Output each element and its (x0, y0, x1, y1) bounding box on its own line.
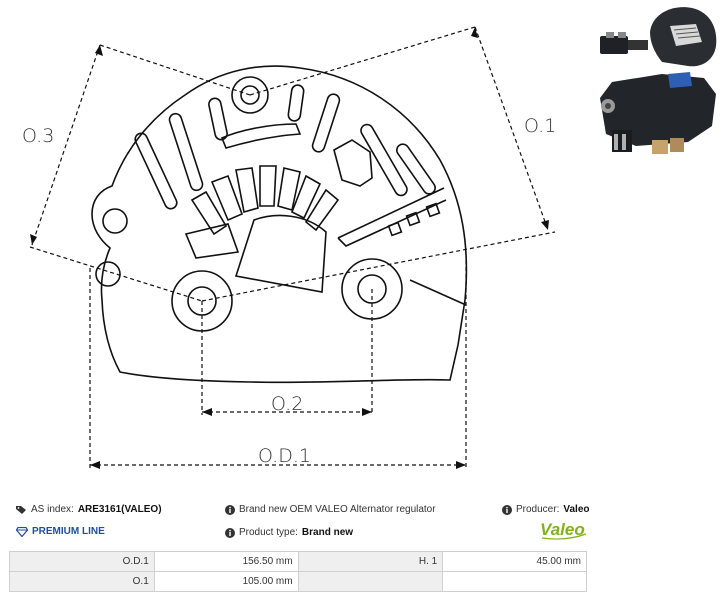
spec-value: 45.00 mm (442, 551, 587, 572)
technical-drawing: O.3 O.1 O.2 O.D.1 (22, 26, 556, 469)
svg-text:Valeo: Valeo (540, 520, 585, 539)
as-index-label: AS index: (31, 504, 74, 515)
product-photo-main[interactable] (600, 72, 716, 154)
description-row: Brand new OEM VALEO Alternator regulator (225, 504, 436, 515)
info-icon (225, 527, 235, 538)
spec-key: H. 1 (297, 551, 444, 572)
product-photo-top[interactable] (600, 7, 717, 67)
tag-icon (16, 505, 26, 514)
specs-table: O.D.1 156.50 mm H. 1 45.00 mm O.1 105.00… (9, 551, 587, 592)
diamond-icon (16, 526, 28, 537)
dimension-label-o2: O.2 (271, 393, 303, 415)
central-window (234, 214, 327, 293)
spec-key (297, 571, 444, 592)
spec-value: 156.50 mm (153, 551, 299, 572)
table-row: O.1 105.00 mm (9, 571, 587, 592)
dimension-label-o1: O.1 (524, 115, 556, 137)
product-thumbnails[interactable] (592, 2, 720, 162)
regulator-outline (91, 65, 468, 384)
spec-value: 105.00 mm (153, 571, 299, 592)
info-icon (225, 504, 235, 515)
producer-value: Valeo (563, 504, 590, 515)
top-mount-hole (231, 76, 269, 114)
dimension-label-od1: O.D.1 (258, 445, 311, 467)
product-type-label: Product type: (239, 527, 298, 538)
valeo-logo[interactable]: Valeo (538, 518, 588, 540)
premium-line-label: PREMIUM LINE (32, 526, 105, 537)
spec-key: O.D.1 (9, 551, 155, 572)
as-index-row: AS index: ARE3161(VALEO) (16, 504, 162, 515)
as-index-value: ARE3161(VALEO) (77, 504, 162, 515)
info-icon (502, 504, 512, 515)
spec-key: O.1 (9, 571, 155, 592)
spec-value (442, 571, 587, 592)
premium-line-badge: PREMIUM LINE (16, 526, 105, 537)
product-type-row: Product type: Brand new (225, 527, 353, 538)
producer-label: Producer: (516, 504, 560, 515)
table-row: O.D.1 156.50 mm H. 1 45.00 mm (9, 551, 587, 572)
producer-row: Producer: Valeo (502, 504, 590, 515)
description-text: Brand new OEM VALEO Alternator regulator (239, 504, 436, 515)
product-type-value: Brand new (301, 527, 354, 538)
dimension-label-o3: O.3 (22, 125, 54, 147)
